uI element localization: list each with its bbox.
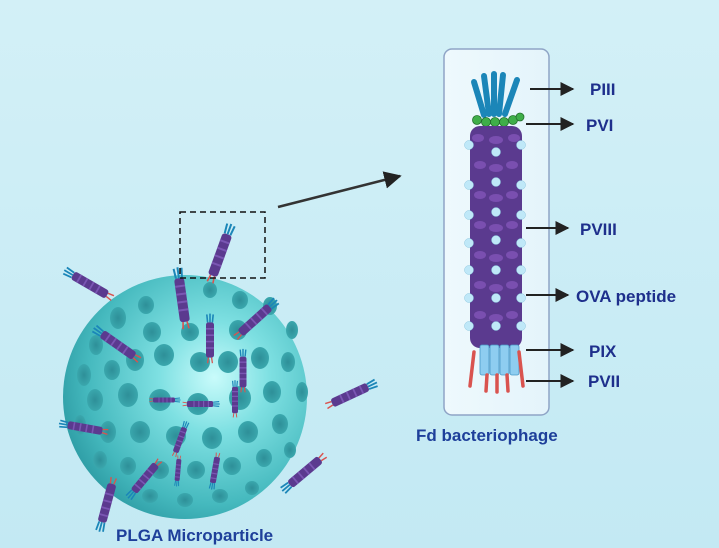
zoom-box [179,211,266,279]
caption-plga-microparticle: PLGA Microparticle [116,526,274,545]
label-pvi: PVI [586,116,614,135]
pviii-subunits [472,134,520,322]
pix-proteins [479,344,520,376]
plga-microparticle [57,221,380,534]
ova-peptides [464,140,526,331]
zoom-arrow [277,171,402,209]
label-piii: PIII [590,80,616,99]
label-arrows [526,82,575,388]
label-pix: PIX [589,342,617,361]
label-pviii: PVIII [580,220,617,239]
fd-bacteriophage-detail [464,71,526,394]
label-pvii: PVII [588,372,621,391]
piii-proteins [471,71,520,118]
pvii-proteins [468,350,525,394]
label-ova-peptide: OVA peptide [576,287,677,306]
caption-fd-bacteriophage: Fd bacteriophage [416,426,558,445]
